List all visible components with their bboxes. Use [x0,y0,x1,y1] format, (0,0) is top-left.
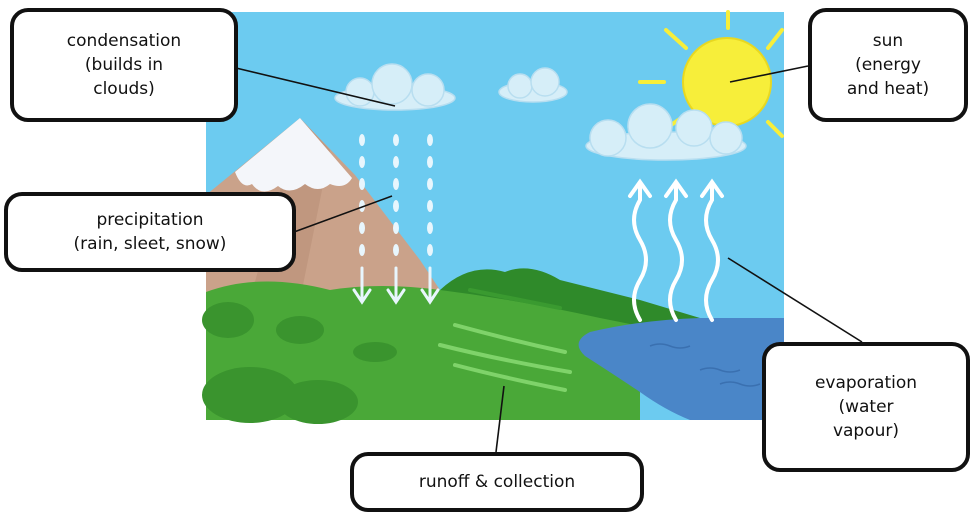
precipitation-label: precipitation (rain, sleet, snow) [4,192,296,272]
sun-label: sun (energy and heat) [808,8,968,122]
runoff-collection-label: runoff & collection [350,452,644,512]
evaporation-label: evaporation (water vapour) [762,342,970,472]
condensation-label: condensation (builds in clouds) [10,8,238,122]
